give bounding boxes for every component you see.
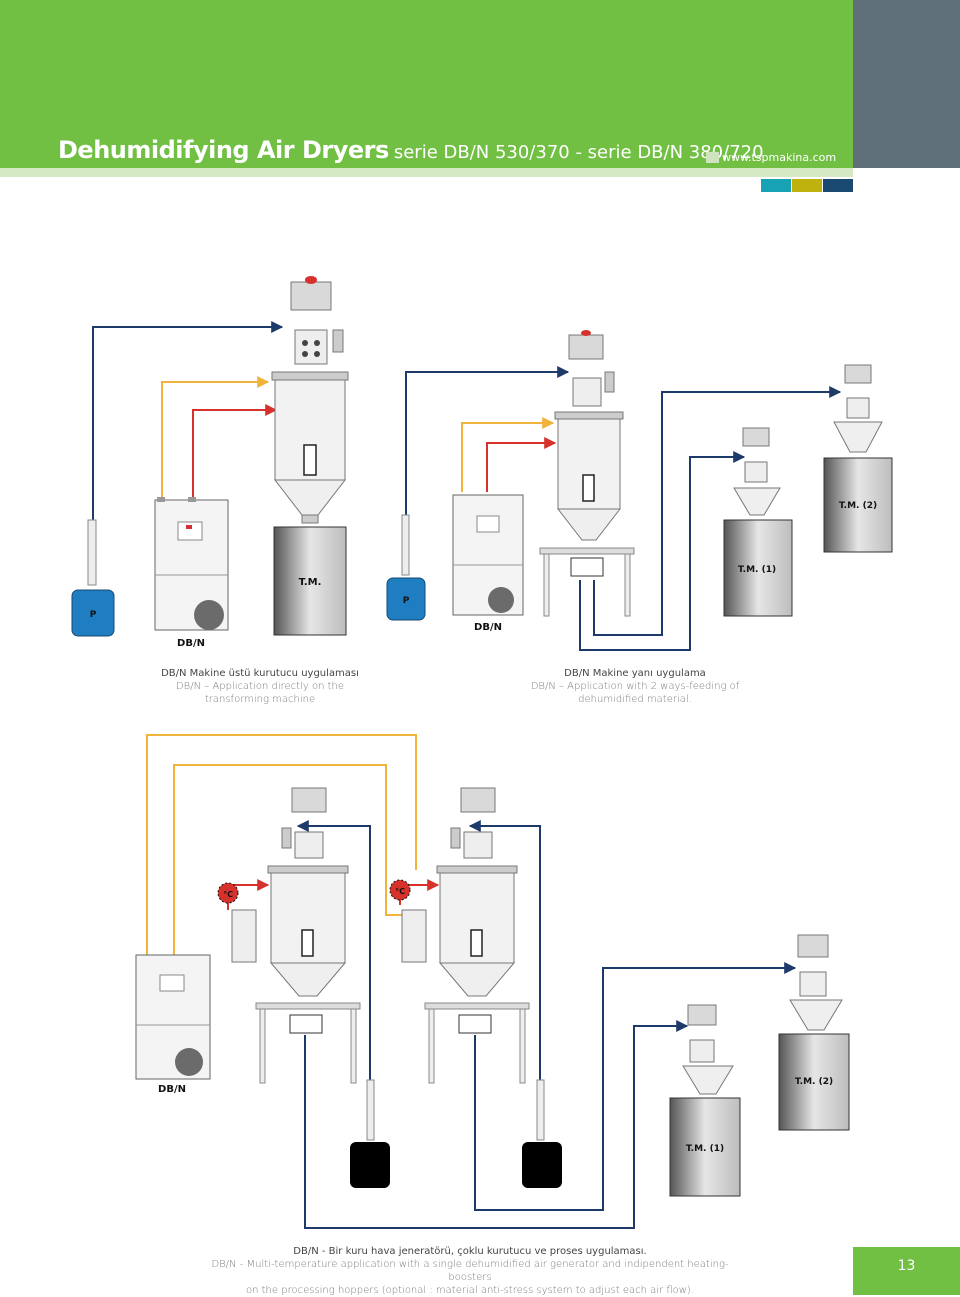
tm-label: T.M.	[299, 577, 322, 588]
title-sub: serie DB/N 530/370 - serie DB/N 380/720	[393, 142, 764, 163]
diagram-2: DB/N P T.M. (1) T.M. (2)	[386, 330, 893, 651]
diagram-3: °C °C DB/N T.M. (1)	[135, 734, 850, 1229]
caption-1: DB/N Makine üstü kurutucu uygulaması DB/…	[150, 667, 370, 706]
header-divider	[0, 168, 853, 177]
page-title: Dehumidifying Air Dryers serie DB/N 530/…	[58, 136, 764, 164]
caption-3: DB/N - Bir kuru hava jeneratörü, çoklu k…	[190, 1245, 750, 1297]
color-swatch-navy	[823, 179, 853, 192]
page-number: 13	[853, 1247, 960, 1295]
tm1-label-d2: T.M. (1)	[738, 565, 776, 575]
tm1-label-d3: T.M. (1)	[686, 1144, 724, 1154]
diagram-1: T.M. DB/N P	[71, 276, 349, 649]
tm2-label-d3: T.M. (2)	[795, 1077, 833, 1087]
caption-1-line1: DB/N Makine üstü kurutucu uygulaması	[161, 668, 359, 679]
color-swatch-olive	[792, 179, 822, 192]
title-main: Dehumidifying Air Dryers	[58, 136, 389, 164]
color-swatch-teal	[761, 179, 791, 192]
pump-label-2: P	[403, 596, 410, 606]
header-band	[0, 0, 853, 168]
caption-1-line3: transforming machine	[204, 694, 316, 705]
dbn-label-2: DB/N	[474, 622, 502, 633]
caption-3-line1: DB/N - Bir kuru hava jeneratörü, çoklu k…	[293, 1246, 647, 1257]
caption-1-line2: DB/N – Application directly on the	[175, 681, 345, 692]
caption-3-line2: DB/N - Multi-temperature application wit…	[211, 1259, 729, 1283]
caption-2-line3: dehumidified material.	[578, 694, 692, 705]
caption-2: DB/N Makine yanı uygulama DB/N – Applica…	[520, 667, 750, 706]
caption-2-line1: DB/N Makine yanı uygulama	[564, 668, 706, 679]
temp-label-a: °C	[223, 890, 233, 899]
website-link[interactable]: www.tspmakina.com	[722, 151, 837, 164]
tm2-label-d2: T.M. (2)	[839, 501, 877, 511]
caption-3-line3: on the processing hoppers (optional : ma…	[246, 1285, 694, 1296]
dbn-label-3: DB/N	[158, 1084, 186, 1095]
pump-label-1: P	[90, 610, 97, 620]
caption-2-line2: DB/N – Application with 2 ways-feeding o…	[530, 681, 740, 692]
header-side-panel	[853, 0, 960, 168]
dbn-label-1: DB/N	[177, 638, 205, 649]
title-square-decoration	[706, 152, 719, 163]
temp-label-b: °C	[395, 887, 405, 896]
